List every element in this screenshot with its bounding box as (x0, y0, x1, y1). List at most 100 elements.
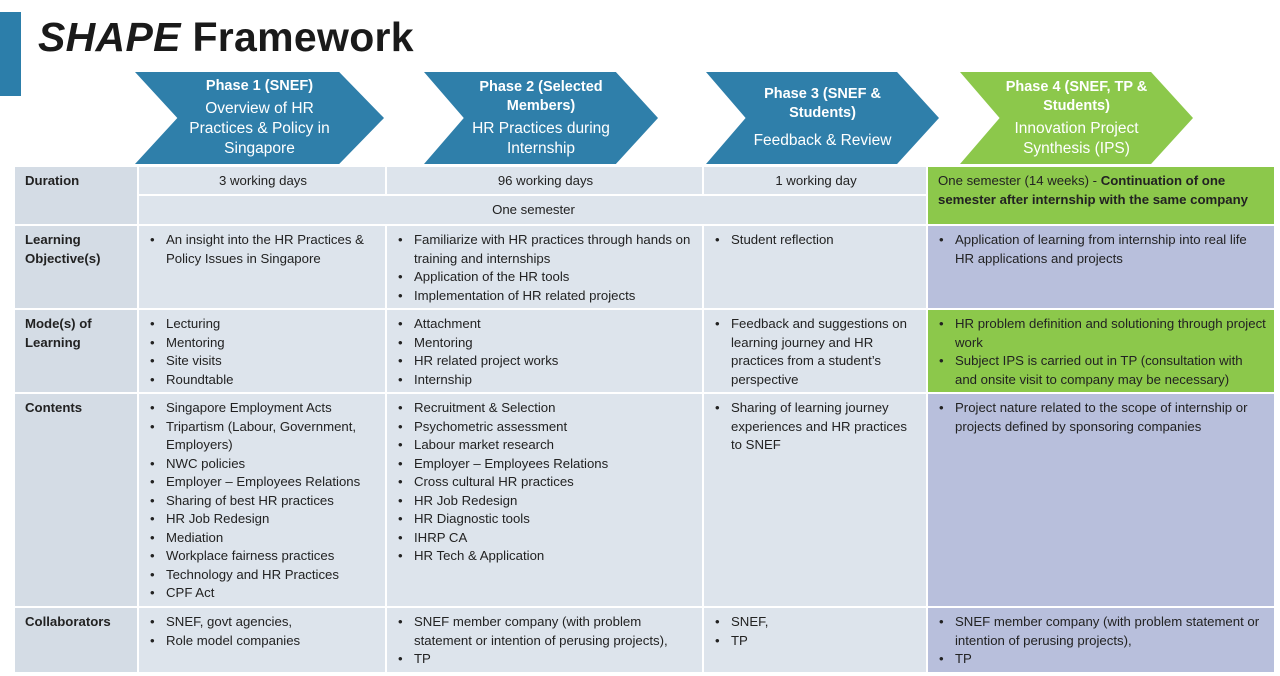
collaborators-p1: SNEF, govt agencies,Role model companies (139, 608, 385, 672)
bullet-list: Familiarize with HR practices through ha… (397, 231, 694, 305)
row-label: Contents (15, 394, 137, 606)
bullet-list: Project nature related to the scope of i… (938, 399, 1266, 436)
bullet-list: AttachmentMentoringHR related project wo… (397, 315, 694, 389)
list-item: Sharing of best HR practices (149, 492, 377, 511)
list-item: Mediation (149, 529, 377, 548)
modes-p4: HR problem definition and solutioning th… (928, 310, 1274, 392)
list-item: Sharing of learning journey experiences … (714, 399, 918, 455)
bullet-list: HR problem definition and solutioning th… (938, 315, 1266, 389)
modes-p2: AttachmentMentoringHR related project wo… (387, 310, 702, 392)
contents-p2: Recruitment & SelectionPsychometric asse… (387, 394, 702, 606)
list-item: Role model companies (149, 632, 377, 651)
row-learning-objectives: Learning Objective(s) An insight into th… (15, 226, 1274, 308)
list-item: Feedback and suggestions on learning jou… (714, 315, 918, 389)
objectives-p4: Application of learning from internship … (928, 226, 1274, 308)
duration-p4-bold: Continuation of one semester after inter… (938, 173, 1249, 207)
list-item: Familiarize with HR practices through ha… (397, 231, 694, 268)
list-item: Internship (397, 371, 694, 390)
list-item: TP (397, 650, 694, 669)
list-item: SNEF, (714, 613, 918, 632)
phase-1-subtitle: Overview of HR Practices & Policy in Sin… (189, 100, 330, 157)
list-item: NWC policies (149, 455, 377, 474)
list-item: HR Diagnostic tools (397, 510, 694, 529)
list-item: Mentoring (149, 334, 377, 353)
collaborators-p4: SNEF member company (with problem statem… (928, 608, 1274, 672)
contents-p3: Sharing of learning journey experiences … (704, 394, 926, 606)
duration-p3: 1 working day (704, 167, 926, 194)
title-italic: SHAPE (38, 14, 181, 60)
list-item: TP (938, 650, 1266, 669)
duration-p2: 96 working days (387, 167, 702, 194)
list-item: Workplace fairness practices (149, 547, 377, 566)
list-item: Singapore Employment Acts (149, 399, 377, 418)
bullet-list: SNEF, govt agencies,Role model companies (149, 613, 377, 650)
collaborators-p3: SNEF,TP (704, 608, 926, 672)
bullet-list: Feedback and suggestions on learning jou… (714, 315, 918, 389)
row-collaborators: Collaborators SNEF, govt agencies,Role m… (15, 608, 1274, 672)
list-item: IHRP CA (397, 529, 694, 548)
phase-1-header: Phase 1 (SNEF) (205, 78, 314, 94)
phase-3-header: Phase 3 (SNEF & Students) (764, 86, 881, 121)
bullet-list: Application of learning from internship … (938, 231, 1266, 268)
list-item: TP (714, 632, 918, 651)
list-item: Attachment (397, 315, 694, 334)
list-item: Application of the HR tools (397, 268, 694, 287)
list-item: Tripartism (Labour, Government, Employer… (149, 418, 377, 455)
bullet-list: SNEF member company (with problem statem… (397, 613, 694, 669)
modes-p3: Feedback and suggestions on learning jou… (704, 310, 926, 392)
duration-p4-plain: One semester (14 weeks) - (938, 173, 1101, 188)
row-label: Learning Objective(s) (15, 226, 137, 308)
list-item: Employer – Employees Relations (397, 455, 694, 474)
objectives-p2: Familiarize with HR practices through ha… (387, 226, 702, 308)
list-item: SNEF member company (with problem statem… (938, 613, 1266, 650)
modes-p1: LecturingMentoringSite visitsRoundtable (139, 310, 385, 392)
contents-p1: Singapore Employment ActsTripartism (Lab… (139, 394, 385, 606)
phase-4-header: Phase 4 (SNEF, TP & Students) (1005, 78, 1148, 114)
list-item: Employer – Employees Relations (149, 473, 377, 492)
collaborators-p2: SNEF member company (with problem statem… (387, 608, 702, 672)
list-item: HR Job Redesign (149, 510, 377, 529)
phase-3-chevron: Phase 3 (SNEF & Students) Feedback & Rev… (706, 72, 939, 164)
list-item: SNEF member company (with problem statem… (397, 613, 694, 650)
phase-2-subtitle: HR Practices during Internship (472, 119, 610, 157)
list-item: An insight into the HR Practices & Polic… (149, 231, 377, 268)
list-item: Application of learning from internship … (938, 231, 1266, 268)
duration-p4: One semester (14 weeks) - Continuation o… (928, 167, 1274, 224)
bullet-list: Singapore Employment ActsTripartism (Lab… (149, 399, 377, 603)
bullet-list: SNEF member company (with problem statem… (938, 613, 1266, 669)
bullet-list: Sharing of learning journey experiences … (714, 399, 918, 455)
row-label: Duration (15, 167, 137, 224)
page-title: SHAPE Framework (38, 14, 414, 61)
phase-2-header: Phase 2 (Selected Members) (479, 78, 603, 114)
list-item: Subject IPS is carried out in TP (consul… (938, 352, 1266, 389)
row-contents: Contents Singapore Employment ActsTripar… (15, 394, 1274, 606)
list-item: Technology and HR Practices (149, 566, 377, 585)
title-accent-bar (0, 12, 21, 96)
list-item: HR problem definition and solutioning th… (938, 315, 1266, 352)
list-item: CPF Act (149, 584, 377, 603)
title-rest: Framework (180, 14, 414, 60)
bullet-list: LecturingMentoringSite visitsRoundtable (149, 315, 377, 389)
row-label: Collaborators (15, 608, 137, 672)
list-item: Site visits (149, 352, 377, 371)
list-item: Implementation of HR related projects (397, 287, 694, 306)
phase-4-subtitle: Innovation Project Synthesis (IPS) (1014, 119, 1139, 157)
list-item: HR Tech & Application (397, 547, 694, 566)
bullet-list: SNEF,TP (714, 613, 918, 650)
duration-p123-span: One semester (139, 196, 926, 224)
list-item: Lecturing (149, 315, 377, 334)
list-item: Student reflection (714, 231, 918, 250)
list-item: Cross cultural HR practices (397, 473, 694, 492)
row-modes-of-learning: Mode(s) of Learning LecturingMentoringSi… (15, 310, 1274, 392)
objectives-p1: An insight into the HR Practices & Polic… (139, 226, 385, 308)
row-label: Mode(s) of Learning (15, 310, 137, 392)
duration-p1: 3 working days (139, 167, 385, 194)
bullet-list: An insight into the HR Practices & Polic… (149, 231, 377, 268)
list-item: Mentoring (397, 334, 694, 353)
row-duration: Duration 3 working days 96 working days … (15, 167, 1274, 224)
list-item: Labour market research (397, 436, 694, 455)
list-item: Roundtable (149, 371, 377, 390)
list-item: Project nature related to the scope of i… (938, 399, 1266, 436)
list-item: Recruitment & Selection (397, 399, 694, 418)
bullet-list: Recruitment & SelectionPsychometric asse… (397, 399, 694, 566)
